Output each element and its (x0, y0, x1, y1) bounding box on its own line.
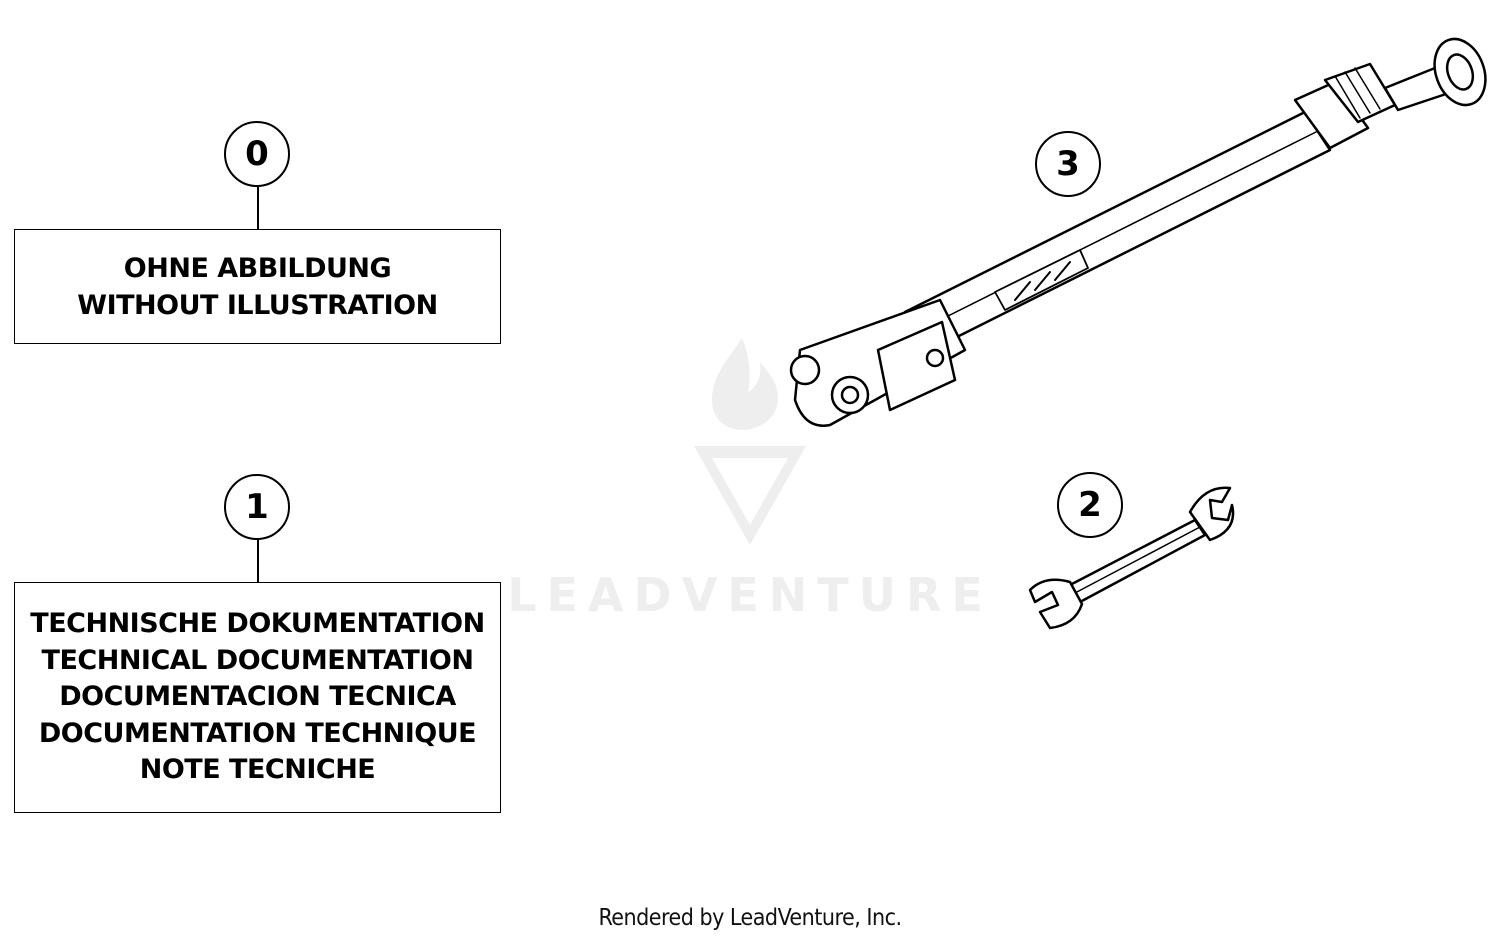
label-0-line-de: OHNE ABBILDUNG (123, 252, 392, 284)
label-1-line-es: DOCUMENTACION TECNICA (59, 681, 456, 713)
callout-3: 3 (1035, 131, 1101, 197)
air-pump-icon (789, 37, 1487, 427)
callout-1-number: 1 (245, 487, 269, 527)
label-0-line-en: WITHOUT ILLUSTRATION (77, 289, 438, 321)
label-1-line-en: TECHNICAL DOCUMENTATION (41, 644, 474, 676)
callout-3-number: 3 (1056, 144, 1080, 184)
callout-2: 2 (1057, 472, 1123, 538)
label-1-line-de: TECHNISCHE DOKUMENTATION (30, 608, 485, 640)
leadventure-logo-icon (694, 338, 806, 545)
label-1-line-fr: DOCUMENTATION TECHNIQUE (38, 717, 477, 749)
callout-0-number: 0 (245, 134, 269, 174)
watermark-text: LEADVENTURE (507, 568, 993, 622)
footer-credit: Rendered by LeadVenture, Inc. (598, 905, 902, 931)
leader-line-0 (257, 187, 259, 229)
label-box-item-1: TECHNISCHE DOKUMENTATION TECHNICAL DOCUM… (14, 582, 501, 813)
leader-line-1 (257, 540, 259, 582)
callout-1: 1 (224, 474, 290, 540)
wrench-icon (1028, 486, 1235, 630)
label-1-line-it: NOTE TECNICHE (139, 754, 376, 786)
callout-2-number: 2 (1078, 485, 1102, 525)
label-box-item-0: OHNE ABBILDUNG WITHOUT ILLUSTRATION (14, 229, 501, 344)
callout-0: 0 (224, 121, 290, 187)
